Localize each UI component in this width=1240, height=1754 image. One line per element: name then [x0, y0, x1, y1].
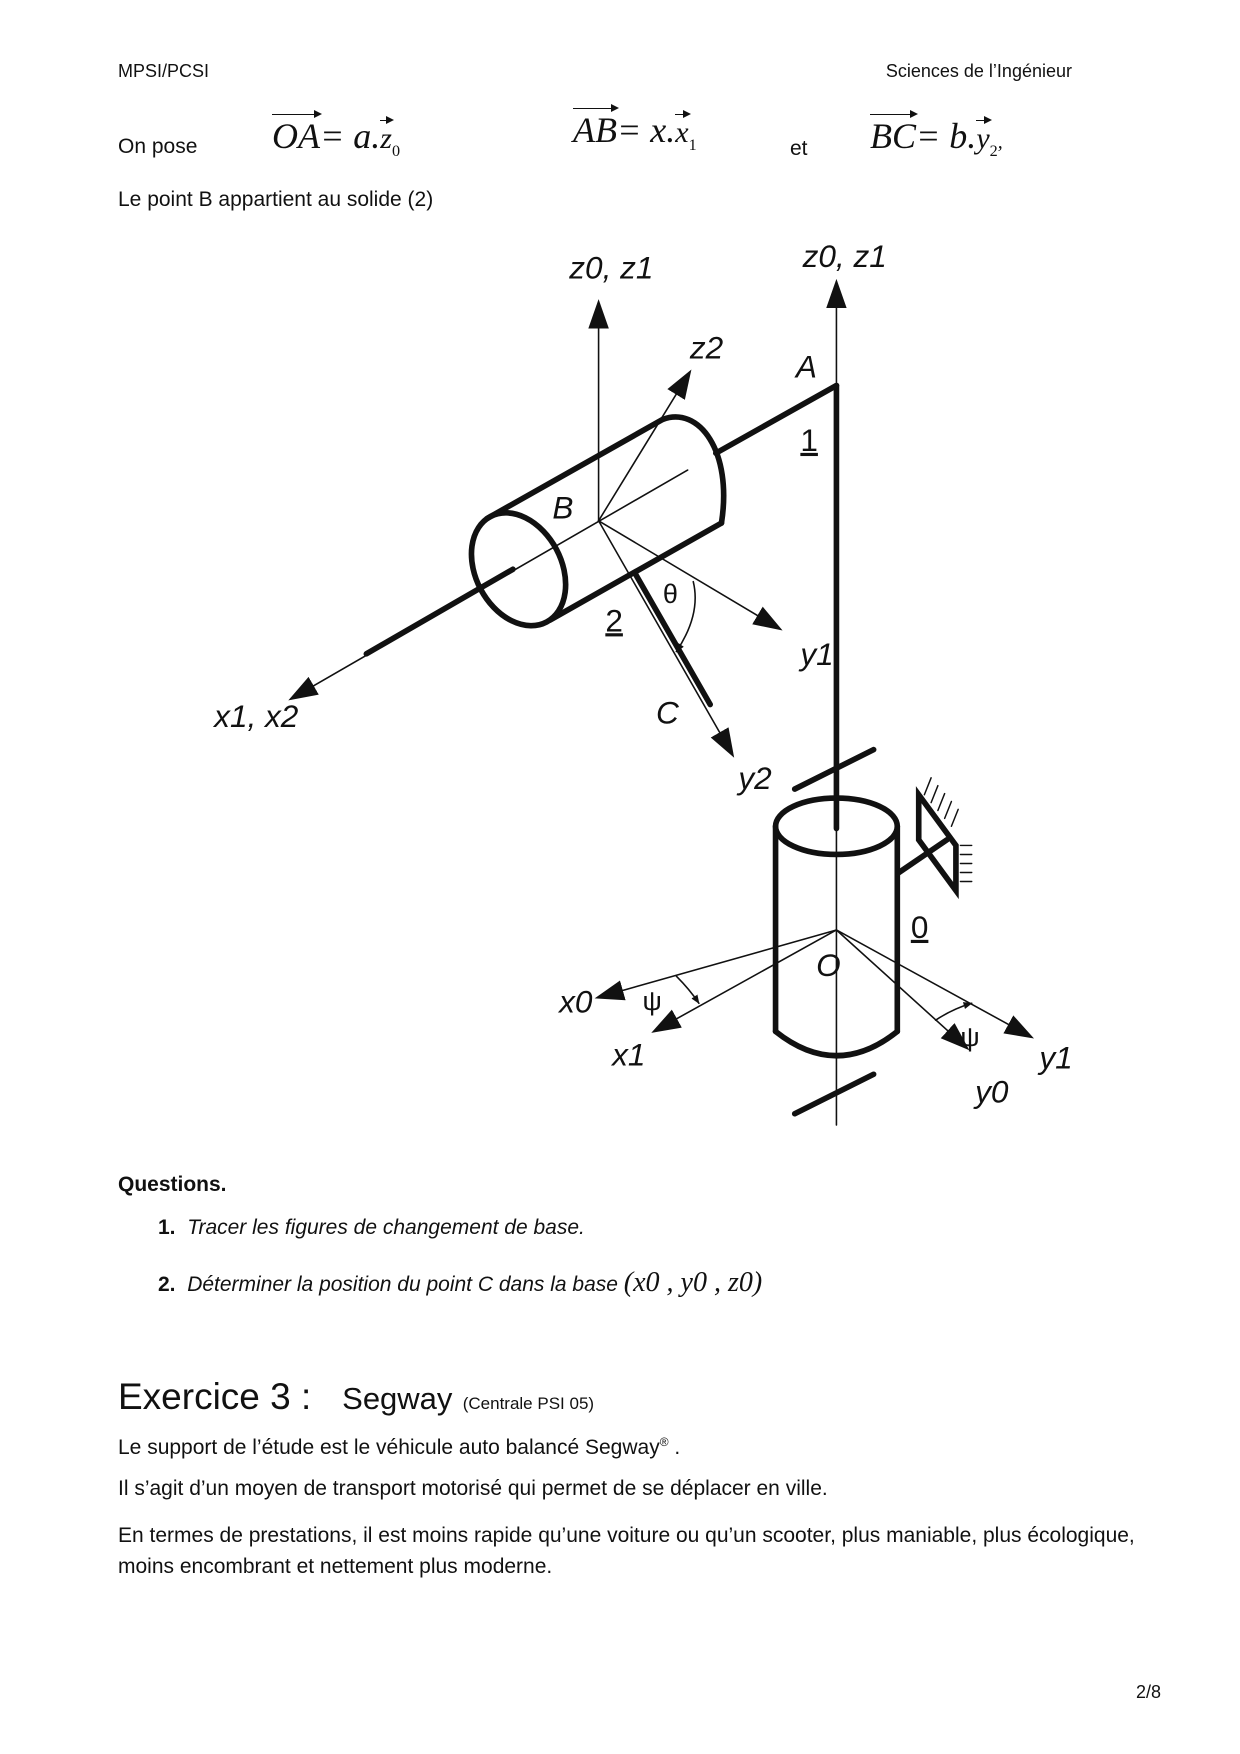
base-notation: (x0 , y0 , z0)	[623, 1267, 763, 1298]
label-z2: z2	[689, 329, 724, 365]
header-right: Sciences de l’Ingénieur	[885, 61, 1072, 81]
segment-bc	[631, 569, 713, 708]
question-1: 1. Tracer les figures de changement de b…	[158, 1217, 585, 1238]
paragraph-prestations: En termes de prestations, il est moins r…	[118, 1524, 1135, 1578]
equation-oa: OA= a.z0	[272, 110, 401, 161]
header-left: MPSI/PCSI	[118, 61, 210, 81]
y0-axis	[835, 929, 970, 1051]
equation-ab: AB= x.x1	[573, 104, 697, 155]
vector-base: y	[976, 116, 993, 155]
bearing-top	[791, 746, 877, 792]
theta-arc	[675, 580, 696, 653]
eq-rhs: = x.	[616, 110, 676, 150]
label-a: A	[794, 349, 817, 385]
paragraph-text: Le support de l’étude est le véhicule au…	[118, 1436, 660, 1459]
vector-base: z	[380, 116, 394, 155]
label-z0z1-right: z0, z1	[802, 238, 887, 274]
label-y1-top: y1	[798, 636, 833, 672]
psi-arc-left	[675, 975, 700, 1005]
label-psi-right: ψ	[960, 1022, 979, 1052]
paragraph-transport: Il s’agit d’un moyen de transport motori…	[118, 1477, 828, 1500]
label-y1-bottom: y1	[1037, 1040, 1072, 1076]
label-y0: y0	[973, 1073, 1009, 1109]
y2-axis	[597, 520, 735, 758]
x0-axis	[594, 929, 838, 1001]
solid-1-arm	[712, 382, 840, 456]
question-number: 2.	[158, 1273, 176, 1296]
label-z0z1-left: z0, z1	[568, 249, 653, 285]
cylinder-solid-1	[772, 795, 901, 1059]
label-theta: θ	[663, 579, 678, 609]
eq-sub: 1	[688, 136, 697, 155]
vector-oa: OA	[272, 110, 322, 156]
equation-bc: BC= b.y2,	[870, 110, 1003, 161]
label-x0: x0	[557, 983, 593, 1019]
label-solid-2: 2	[605, 602, 623, 638]
label-c: C	[656, 695, 679, 731]
label-psi-left: ψ	[643, 986, 662, 1016]
exercise-title: Exercice 3 :	[118, 1376, 312, 1417]
label-solid-1: 1	[800, 422, 818, 458]
label-solid-0: 0	[911, 909, 929, 945]
ground-hatching	[923, 777, 973, 883]
registered-mark: ®	[659, 1435, 669, 1449]
question-text: Tracer les figures de changement de base…	[187, 1216, 585, 1239]
x1-axis-bottom	[651, 929, 838, 1033]
label-x1-bottom: x1	[610, 1036, 645, 1072]
exercise-heading: Exercice 3 : Segway (Centrale PSI 05)	[118, 1378, 594, 1415]
label-y2: y2	[736, 760, 772, 796]
label-x1x2: x1, x2	[212, 698, 299, 734]
y1-axis-bottom	[835, 929, 1035, 1039]
exercise-source: (Centrale PSI 05)	[462, 1394, 595, 1413]
psi-arc-right	[934, 1002, 973, 1021]
eq-rhs: = b.	[916, 116, 977, 156]
question-2: 2. Déterminer la position du point C dan…	[158, 1269, 762, 1297]
on-pose-label: On pose	[118, 135, 198, 158]
et-label: et	[790, 137, 808, 160]
vector-ab: AB	[573, 104, 619, 150]
question-text: Déterminer la position du point C dans l…	[187, 1273, 618, 1296]
page-number: 2/8	[1135, 1682, 1161, 1702]
label-b: B	[552, 490, 573, 526]
y1-axis-top	[597, 520, 783, 631]
z2-axis	[597, 369, 692, 522]
eq-sub: 2	[989, 142, 998, 161]
ground-solid-0	[894, 786, 959, 900]
point-b-statement: Le point B appartient au solide (2)	[118, 188, 434, 211]
eq-rhs: = a.	[320, 116, 381, 156]
bearing-bottom	[791, 1071, 877, 1117]
cylinder-solid-2	[468, 414, 727, 629]
eq-sub: 0	[391, 142, 401, 161]
vector-bc: BC	[870, 110, 919, 156]
paragraph-period: .	[668, 1436, 681, 1459]
question-number: 1.	[158, 1216, 176, 1239]
vector-base: x	[675, 110, 691, 149]
eq-tail: ,	[997, 131, 1003, 153]
exercise-name: Segway	[342, 1381, 453, 1416]
solid-1-rod	[363, 566, 516, 657]
label-o: O	[816, 947, 841, 983]
paragraph-support: Le support de l’étude est le véhicule au…	[118, 1436, 680, 1458]
questions-title: Questions.	[118, 1173, 227, 1196]
